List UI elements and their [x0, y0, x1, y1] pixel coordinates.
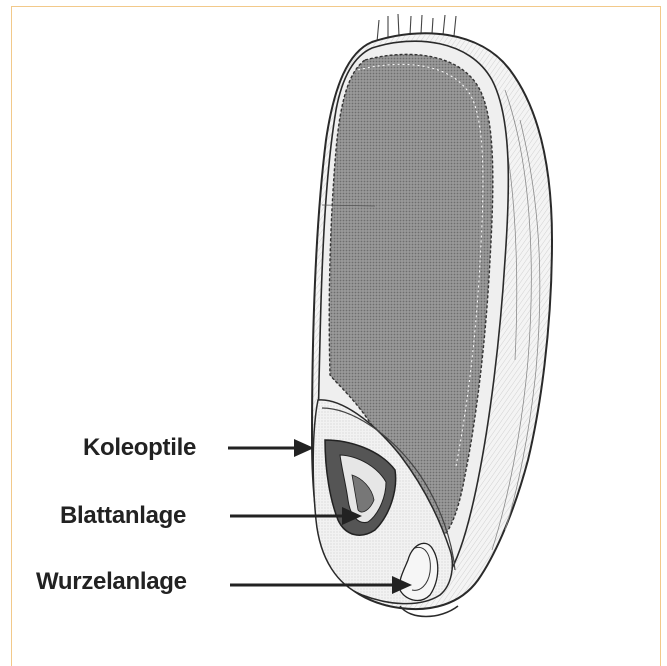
- label-blattanlage: Blattanlage: [60, 502, 186, 530]
- arrow-koleoptile: [228, 439, 314, 457]
- label-koleoptile: Koleoptile: [83, 434, 196, 462]
- arrow-blattanlage: [230, 507, 362, 525]
- label-wurzelanlage: Wurzelanlage: [36, 568, 187, 596]
